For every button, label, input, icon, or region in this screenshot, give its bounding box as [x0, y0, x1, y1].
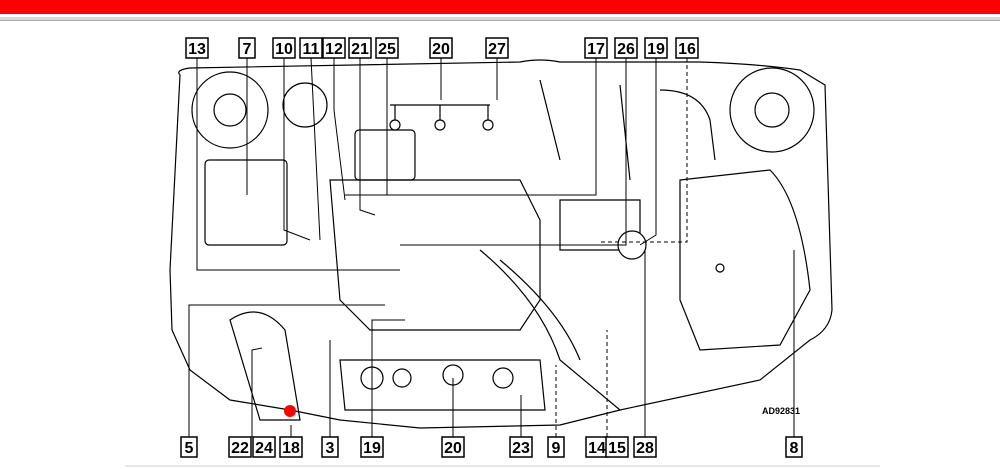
callout-box: [252, 436, 276, 458]
callout-number: 11: [303, 41, 320, 58]
callout-box: [644, 37, 668, 59]
callout-box: [321, 436, 339, 458]
callout-number: 18: [282, 440, 300, 457]
callout-21: 21: [348, 37, 372, 59]
callout-number: 5: [185, 440, 194, 457]
callout-number: 21: [351, 41, 369, 58]
leader-lines: [188, 57, 795, 437]
callout-number: 3: [326, 440, 335, 457]
callout-24: 24: [252, 436, 276, 458]
callout-27: 27: [485, 37, 509, 59]
callout-number: 8: [790, 440, 799, 457]
callout-9: 9: [547, 436, 565, 458]
callout-15: 15: [605, 436, 629, 458]
callout-number: 19: [363, 440, 381, 457]
callout-20: 20: [441, 436, 465, 458]
figure-code: AD92831: [762, 406, 800, 416]
callout-box: [429, 37, 453, 59]
callout-19: 19: [360, 436, 384, 458]
callout-number: 14: [588, 440, 606, 457]
callout-box: [547, 436, 565, 458]
engine-drawing: [169, 59, 833, 429]
callout-number: 10: [275, 41, 293, 58]
callout-box: [360, 436, 384, 458]
callout-7: 7: [238, 37, 256, 59]
callout-box: [633, 436, 657, 458]
callout-number: 7: [243, 41, 252, 58]
callout-number: 23: [512, 440, 530, 457]
callout-number: 22: [231, 440, 249, 457]
callout-number: 28: [636, 440, 654, 457]
callout-17: 17: [584, 37, 608, 59]
callout-11: 11: [299, 37, 323, 59]
callout-box: [441, 436, 465, 458]
callout-number: 26: [617, 41, 635, 58]
callout-number: 13: [188, 41, 206, 58]
callout-box: [322, 37, 346, 59]
callout-18: 18: [279, 436, 303, 458]
callout-box: [185, 37, 209, 59]
top-callouts: 13 7 10 11 12 21 25 20 27 17 26 19 16: [185, 37, 699, 59]
callout-14: 14: [585, 436, 609, 458]
callout-3: 3: [321, 436, 339, 458]
callout-box: [675, 37, 699, 59]
callout-box: [180, 436, 198, 458]
callout-box: [485, 37, 509, 59]
callout-19: 19: [644, 37, 668, 59]
callout-number: 16: [678, 41, 696, 58]
callout-25: 25: [375, 37, 399, 59]
callout-number: 25: [378, 41, 396, 58]
callout-box: [228, 436, 252, 458]
callout-number: 17: [587, 41, 605, 58]
callout-13: 13: [185, 37, 209, 59]
callout-number: 20: [444, 440, 462, 457]
callout-20: 20: [429, 37, 453, 59]
callout-26: 26: [614, 37, 638, 59]
callout-box: [238, 37, 256, 59]
callout-box: [614, 37, 638, 59]
callout-box: [272, 37, 296, 59]
callout-box: [375, 37, 399, 59]
callout-16: 16: [675, 37, 699, 59]
callout-28: 28: [633, 436, 657, 458]
callout-number: 19: [647, 41, 665, 58]
callout-box: [279, 436, 303, 458]
callout-box: [605, 436, 629, 458]
location-marker: [284, 405, 296, 417]
callout-5: 5: [180, 436, 198, 458]
callout-number: 20: [432, 41, 450, 58]
callout-23: 23: [509, 436, 533, 458]
callout-12: 12: [322, 37, 346, 59]
callout-box: [584, 37, 608, 59]
callout-22: 22: [228, 436, 252, 458]
callout-number: 9: [552, 440, 561, 457]
callout-8: 8: [785, 436, 803, 458]
callout-10: 10: [272, 37, 296, 59]
callout-number: 27: [488, 41, 506, 58]
callout-number: 12: [325, 41, 343, 58]
callout-number: 24: [255, 440, 273, 457]
callout-number: 15: [608, 440, 626, 457]
divider: [0, 17, 1000, 21]
callout-box: [785, 436, 803, 458]
callout-box: [348, 37, 372, 59]
callout-box: [509, 436, 533, 458]
callout-box: [299, 37, 323, 59]
